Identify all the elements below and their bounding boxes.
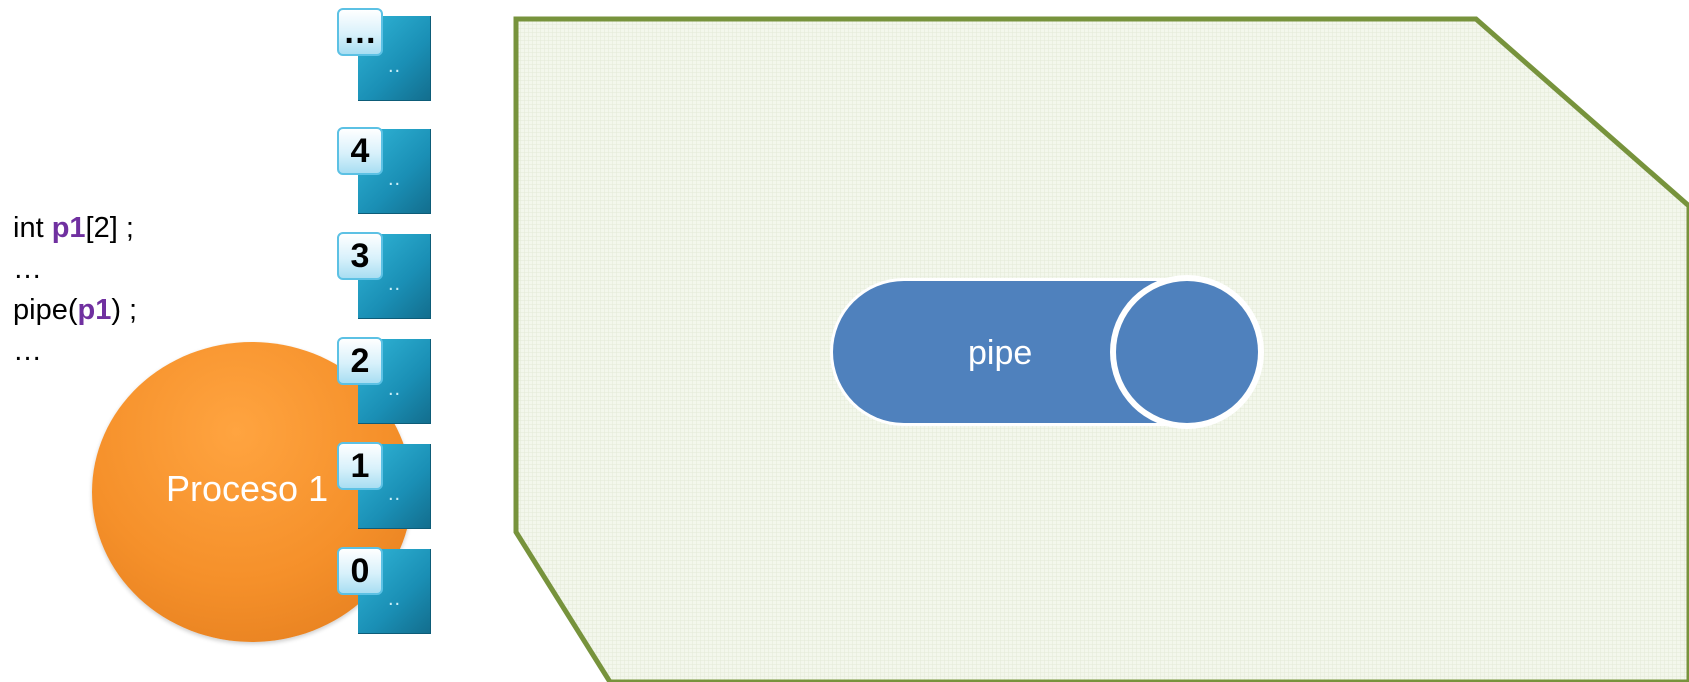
fd-entry-content: .. <box>388 378 402 400</box>
fd-index-tab: 2 <box>337 337 383 385</box>
code-line-declaration: int p1[2] ; <box>13 212 134 244</box>
fd-index-tab: 3 <box>337 232 383 280</box>
process-label: Proceso 1 <box>166 468 329 509</box>
code-variable: p1 <box>77 294 112 326</box>
pipe-end <box>1116 281 1258 423</box>
fd-entry-content: .. <box>388 168 402 190</box>
fd-index-tab: 1 <box>337 442 383 490</box>
fd-entry-content: .. <box>388 588 402 610</box>
fd-entry-content: .. <box>388 483 402 505</box>
fd-index-tab: 4 <box>337 127 383 175</box>
fd-index-tab: … <box>337 8 383 56</box>
code-line-ellipsis: … <box>13 253 42 285</box>
fd-index-tab: 0 <box>337 547 383 595</box>
code-snippet: int p1[2] ; … pipe(p1) ; … <box>13 208 137 372</box>
code-line-pipe-call: pipe(p1) ; <box>13 294 138 326</box>
fd-entry-content: .. <box>388 273 402 295</box>
pipe-label: pipe <box>968 334 1033 372</box>
code-variable: p1 <box>51 212 86 244</box>
code-line-ellipsis: … <box>13 335 42 367</box>
fd-entry-content: .. <box>388 55 402 77</box>
